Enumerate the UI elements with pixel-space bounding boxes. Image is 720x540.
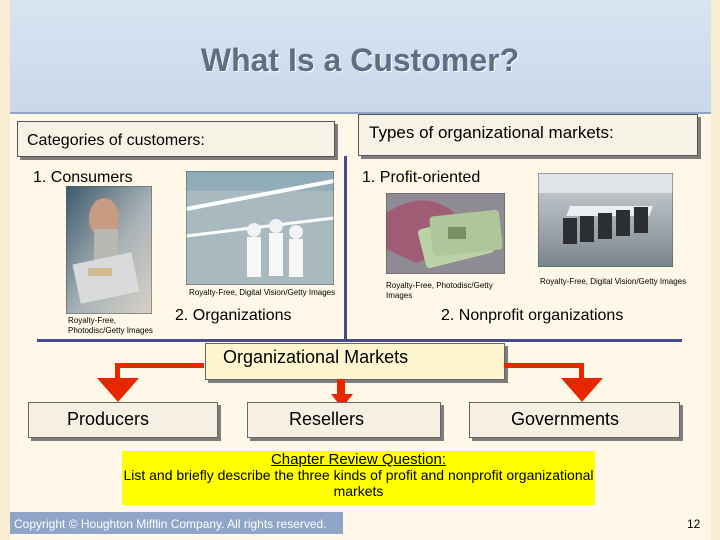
horizontal-divider xyxy=(37,339,682,342)
consumers-label: 1. Consumers xyxy=(33,169,133,186)
consumer-photo xyxy=(66,186,152,314)
organizational-markets-box xyxy=(205,343,505,380)
organizations-photo-image xyxy=(186,171,334,285)
slide-title: What Is a Customer? xyxy=(200,42,520,78)
profit-photo xyxy=(386,193,505,274)
types-label: Types of organizational markets: xyxy=(369,123,614,142)
review-text: List and briefly describe the three kind… xyxy=(123,467,594,499)
governments-label: Governments xyxy=(511,409,620,429)
producers-box xyxy=(28,402,218,438)
nonprofit-photo-credit: Royalty-Free, Digital Vision/Getty Image… xyxy=(540,277,687,286)
title-band xyxy=(10,0,711,114)
footer-band xyxy=(10,512,343,534)
governments-box xyxy=(469,402,680,438)
left-arrow-bar xyxy=(115,363,204,368)
review-title: Chapter Review Question: xyxy=(122,451,595,468)
right-arrow-bar xyxy=(504,363,584,368)
organizations-label: 2. Organizations xyxy=(175,307,292,324)
profit-oriented-label: 1. Profit-oriented xyxy=(362,169,481,186)
resellers-box xyxy=(247,402,441,438)
right-arrow-stem xyxy=(579,363,584,379)
review-question-box: Chapter Review Question: List and briefl… xyxy=(122,451,595,505)
resellers-label: Resellers xyxy=(289,409,365,429)
page-number: 12 xyxy=(687,517,701,531)
review-title-text: Chapter Review Question xyxy=(270,451,442,468)
copyright-text: Copyright © Houghton Mifflin Company. Al… xyxy=(14,517,327,531)
nonprofit-label: 2. Nonprofit organizations xyxy=(441,307,624,324)
organizational-markets-label: Organizational Markets xyxy=(223,347,409,367)
consumer-photo-credit: Royalty-Free, Photodisc/Getty Images xyxy=(68,316,153,335)
center-arrow-head-icon xyxy=(331,394,353,408)
left-arrow-stem xyxy=(115,363,120,379)
nonprofit-photo xyxy=(538,173,673,267)
organizations-photo-credit: Royalty-Free, Digital Vision/Getty Image… xyxy=(189,288,336,297)
center-arrow-stem xyxy=(337,379,345,394)
profit-photo-image xyxy=(386,193,505,274)
review-title-colon: : xyxy=(441,451,447,468)
types-box xyxy=(358,114,698,156)
left-arrow-head-icon xyxy=(97,378,139,402)
categories-label: Categories of customers: xyxy=(27,132,205,149)
organizations-photo xyxy=(186,171,334,285)
profit-photo-credit: Royalty-Free, Photodisc/Getty Images xyxy=(386,281,493,300)
categories-box xyxy=(17,121,335,157)
producers-label: Producers xyxy=(67,409,150,429)
right-arrow-head-icon xyxy=(561,378,603,402)
center-divider xyxy=(344,156,347,339)
consumer-photo-image xyxy=(66,186,152,314)
nonprofit-photo-image xyxy=(538,173,673,267)
